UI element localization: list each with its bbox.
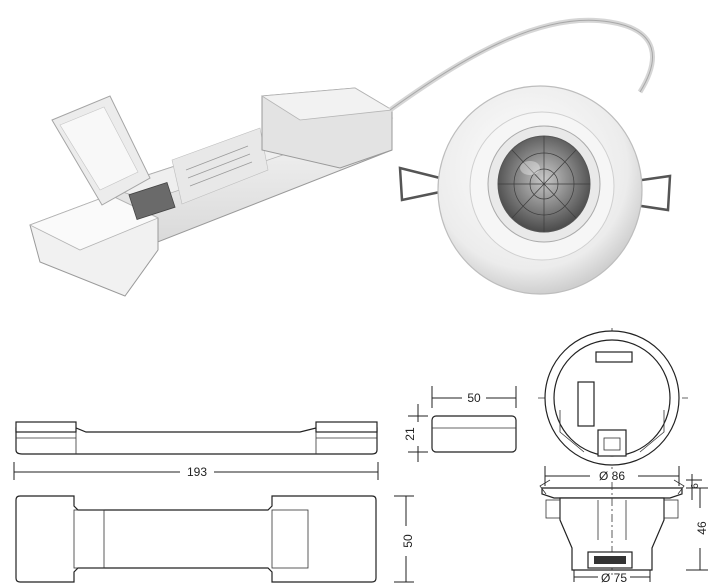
dimension-length: 193 [13,462,379,480]
dimension-sensor-flange: 6 [686,474,702,500]
dim-plan-width-label: 50 [401,534,415,548]
dim-sensor-depth-label: 46 [695,521,709,535]
label-lines [185,145,253,187]
dimension-sensor-diameter: Ø 86 [544,466,680,486]
dim-length-label: 193 [187,465,207,479]
sensor-side-section [539,479,685,576]
unit-side-view [15,421,378,455]
sensor-top-view [538,328,688,470]
control-unit-photo [29,17,655,297]
dimension-height: 21 [403,404,428,462]
dim-sensor-cutout-label: Ø 75 [601,571,627,584]
dimension-end-width: 50 [431,386,517,408]
dim-sensor-diameter-label: Ø 86 [599,469,625,483]
lens-facets [498,136,590,232]
dim-sensor-flange-label: 6 [690,483,701,489]
dimension-plan-width: 50 [394,495,415,583]
sensor-photo [398,85,672,295]
dimension-sensor-cutout: Ø 75 [573,570,651,584]
unit-end-view [431,415,517,453]
dimension-sensor-depth: 46 [686,487,709,571]
dim-height-label: 21 [403,427,417,441]
dim-end-width-label: 50 [467,391,481,405]
unit-plan-view [15,495,377,583]
